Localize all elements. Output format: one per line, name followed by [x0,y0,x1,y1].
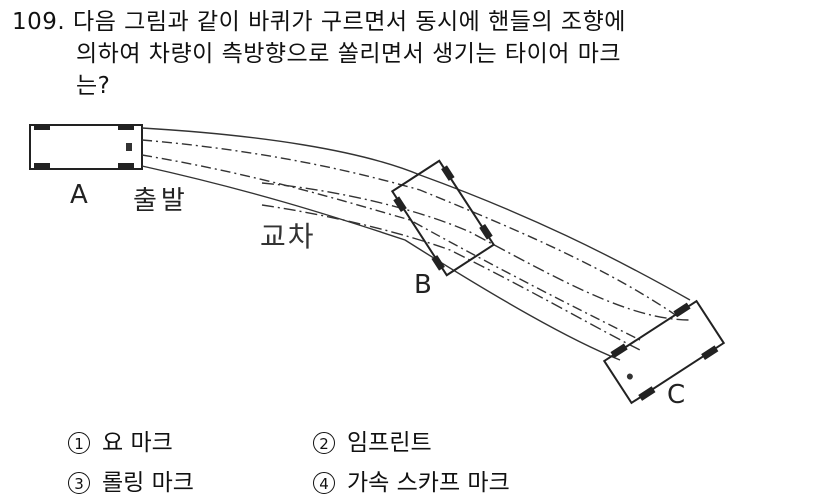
question-line-1: 109. 다음 그림과 같이 바퀴가 구르면서 동시에 핸들의 조향에 [12,6,812,38]
car-b [390,159,496,277]
option-4[interactable]: 4 가속 스카프 마크 [313,463,558,503]
question-number: 109. [12,9,66,35]
question-text-2: 의하여 차량이 측방향으로 쏠리면서 생기는 타이어 마크 [76,41,622,67]
option-3-text: 롤링 마크 [102,470,194,496]
option-3-number: 3 [68,472,90,494]
question-text-3: 는? [76,73,111,99]
options-row-2: 3 롤링 마크 4 가속 스카프 마크 [68,463,558,503]
option-3[interactable]: 3 롤링 마크 [68,463,313,503]
label-start: 출발 [133,186,189,216]
car-c [602,299,726,405]
option-4-number: 4 [313,472,335,494]
answer-options: 1 요 마크 2 임프린트 3 롤링 마크 4 가속 스카프 마크 [68,423,558,503]
label-b: B [414,270,432,300]
option-2-number: 2 [313,432,335,454]
options-row-1: 1 요 마크 2 임프린트 [68,423,558,463]
option-1-text: 요 마크 [102,430,173,456]
label-cross: 교차 [260,220,316,253]
option-2-text: 임프린트 [347,430,432,456]
question-text-1: 다음 그림과 같이 바퀴가 구르면서 동시에 핸들의 조향에 [73,9,626,35]
label-a: A [70,180,88,210]
option-1-number: 1 [68,432,90,454]
option-4-text: 가속 스카프 마크 [347,470,510,496]
option-1[interactable]: 1 요 마크 [68,423,313,463]
label-c: C [667,380,686,410]
option-2[interactable]: 2 임프린트 [313,423,558,463]
question-block: 109. 다음 그림과 같이 바퀴가 구르면서 동시에 핸들의 조향에 의하여 … [12,6,812,102]
tire-mark-lines [141,127,691,361]
car-a [29,124,143,170]
